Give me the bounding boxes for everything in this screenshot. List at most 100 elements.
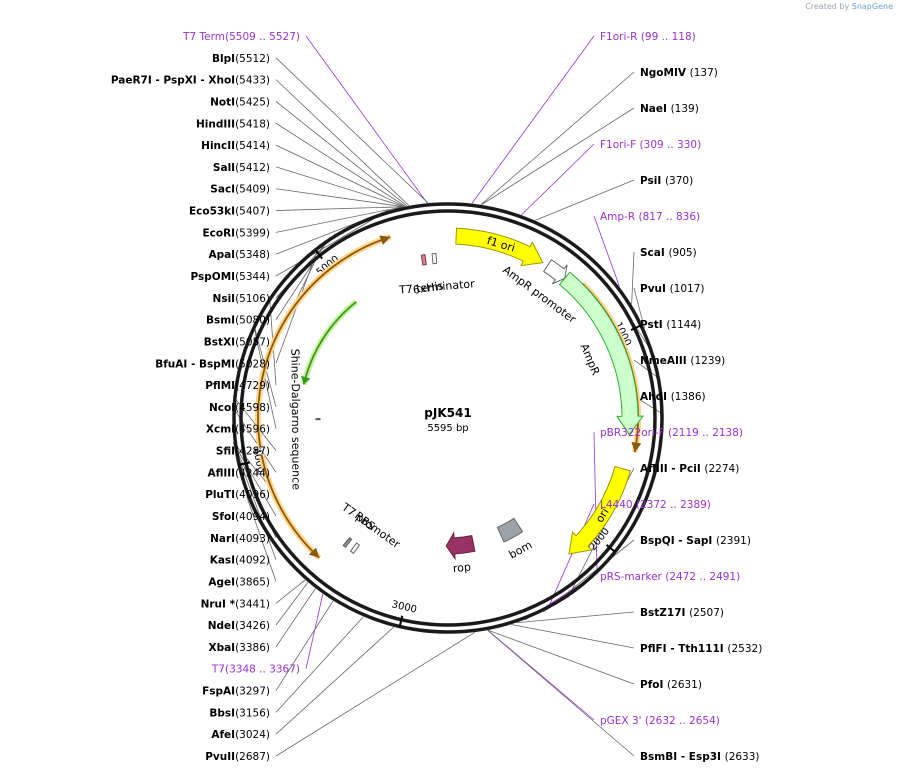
site-name: PvuI [640,283,670,295]
site-label-ndei[interactable]: NdeI(3426) [208,620,270,632]
feature-rbs[interactable] [342,537,353,548]
site-label-t7[interactable]: T7(3348 .. 3367) [211,664,300,676]
site-position: (5344) [235,271,270,283]
site-label-amp-r[interactable]: Amp-R (817 .. 836) [600,211,700,223]
site-name: NaeI [640,103,671,115]
feature-label-ampr: AmpR [578,342,603,378]
site-label-pvui[interactable]: PvuI (1017) [640,283,705,295]
site-label-pflmi[interactable]: PflMI(4729) [205,380,270,392]
site-position: (5512) [235,53,270,65]
site-label-nsii[interactable]: NsiI(5106) [213,293,270,305]
site-position: (3348 .. 3367) [225,664,300,676]
site-label-psti[interactable]: PstI (1144) [640,319,701,331]
site-label-xbai[interactable]: XbaI(3386) [208,642,270,654]
orf-arrowhead-2 [379,235,391,245]
site-label-fspai[interactable]: FspAI(3297) [202,686,270,698]
site-label-sali[interactable]: SalI(5412) [213,162,270,174]
site-label-nari[interactable]: NarI(4093) [210,533,270,545]
site-label-scai[interactable]: ScaI (905) [640,247,697,259]
feature-ampr-promoter[interactable] [542,259,568,285]
site-label-noti[interactable]: NotI(5425) [210,96,270,108]
site-label-pflfi-tth111i[interactable]: PflFI - Tth111I (2532) [640,643,762,655]
site-label-prs-marker[interactable]: pRS-marker (2472 .. 2491) [600,571,740,583]
site-label-ngomiv[interactable]: NgoMIV (137) [640,67,718,79]
site-label-pgex-3[interactable]: pGEX 3' (2632 .. 2654) [600,715,720,727]
site-label-t7-term[interactable]: T7 Term(5509 .. 5527) [182,31,300,43]
site-label-bstxi[interactable]: BstXI(5057) [204,336,270,348]
site-label-nrui[interactable]: NruI *(3441) [201,598,270,610]
site-name: AgeI [208,576,235,588]
site-name: pGEX 3' [600,715,645,727]
site-label-pspomi[interactable]: PspOMI(5344) [191,271,270,283]
site-label-f1ori-r[interactable]: F1ori-R (99 .. 118) [600,31,696,43]
site-label-nmeaiii[interactable]: NmeAIII (1239) [640,355,725,367]
site-label-kasi[interactable]: KasI(4092) [210,555,270,567]
site-name: KasI [210,555,235,567]
site-label-f1ori-f[interactable]: F1ori-F (309 .. 330) [600,139,701,151]
site-position: (4729) [235,380,270,392]
feature-ampr[interactable] [558,271,644,436]
feature-6xhis[interactable] [420,254,427,266]
site-label-apai[interactable]: ApaI(5348) [208,249,270,261]
site-label-paer7i-pspxi-xhoi[interactable]: PaeR7I - PspXI - XhoI(5433) [111,75,270,87]
site-position: (4244) [235,467,270,479]
site-label-agei[interactable]: AgeI(3865) [208,576,270,588]
feature-f1-ori[interactable] [455,227,544,267]
site-name: BlpI [212,53,235,65]
site-name: SacI [210,184,235,196]
site-position: (5348) [235,249,270,261]
site-label-sfoi[interactable]: SfoI(4094) [212,511,270,523]
site-position: (5028) [235,358,270,370]
site-position: (99 .. 118) [641,31,696,43]
site-label-pfoi[interactable]: PfoI (2631) [640,679,702,691]
site-label-bfuai-bspmi[interactable]: BfuAI - BspMI(5028) [155,358,270,370]
feature-bom[interactable] [496,517,524,543]
feature-shine-dalgarno-sequence[interactable] [315,418,321,421]
leader-pfoi [488,629,635,685]
site-label-pvuii[interactable]: PvuII(2687) [205,751,270,763]
leader-pflfi-tth111i [511,624,635,649]
leader-l4440 [546,503,595,610]
site-label-l4440[interactable]: L4440 (2372 .. 2389) [600,499,711,511]
orf-arc-glow-3 [300,299,359,386]
feature-t7-promoter[interactable] [349,542,361,555]
site-name: ApaI [208,249,235,261]
feature-t7-terminator[interactable] [431,252,438,265]
feature-ori[interactable] [568,465,632,555]
site-position: (5057) [235,336,270,348]
site-label-bsmi[interactable]: BsmI(5080) [206,315,270,327]
site-label-afei[interactable]: AfeI(3024) [211,729,270,741]
leader-bstz17i [517,611,635,624]
site-label-bstz17i[interactable]: BstZ17I (2507) [640,607,724,619]
site-label-psii[interactable]: PsiI (370) [640,175,693,187]
site-label-xcmi[interactable]: XcmI(4596) [206,424,270,436]
site-label-afliii-pcii[interactable]: AflIII - PciI (2274) [640,463,739,475]
site-label-ahdi[interactable]: AhdI (1386) [640,391,706,403]
site-name: NotI [210,96,235,108]
site-label-eco53ki[interactable]: Eco53kI(5407) [189,206,270,218]
site-label-afliii[interactable]: AflIII(4244) [207,467,270,479]
site-label-bbsi[interactable]: BbsI(3156) [209,707,270,719]
site-label-ncoi[interactable]: NcoI(4598) [209,402,270,414]
feature-rop[interactable] [445,531,476,561]
site-position: (3426) [235,620,270,632]
leader-hincii [275,144,405,207]
site-label-hindiii[interactable]: HindIII(5418) [196,118,270,130]
tick-mark-1000 [630,324,642,332]
leader-blpi [275,57,429,204]
site-label-ecori[interactable]: EcoRI(5399) [202,227,270,239]
site-position: (4598) [235,402,270,414]
site-label-blpi[interactable]: BlpI(5512) [212,53,270,65]
site-label-bspqi-sapi[interactable]: BspQI - SapI (2391) [640,535,751,547]
site-label-bsmbi-esp3i[interactable]: BsmBI - Esp3I (2633) [640,751,760,763]
site-label-saci[interactable]: SacI(5409) [210,184,270,196]
site-label-pbr322ori-f[interactable]: pBR322ori-F (2119 .. 2138) [600,427,743,439]
site-label-hincii[interactable]: HincII(5414) [201,140,270,152]
site-name: PluTI [205,489,235,501]
site-position: (5509 .. 5527) [225,31,300,43]
leader-pbr322ori-f [593,431,598,575]
site-label-pluti[interactable]: PluTI(4096) [205,489,270,501]
site-label-sfii[interactable]: SfiI(4287) [216,446,270,458]
site-label-naei[interactable]: NaeI (139) [640,103,699,115]
